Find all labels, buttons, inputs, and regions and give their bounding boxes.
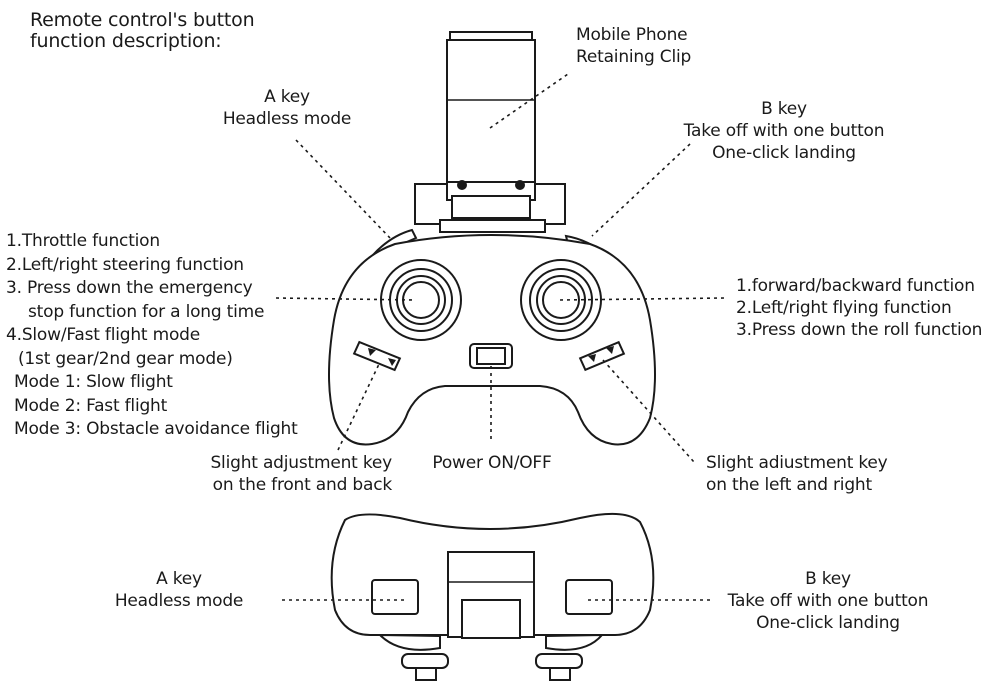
- a-key-bottom-label: A key Headless mode: [104, 568, 254, 612]
- power-label: Power ON/OFF: [416, 452, 568, 474]
- trim-left-right-label: Slight adiustment key on the left and ri…: [706, 452, 888, 496]
- leader-b-key-top: [591, 143, 691, 237]
- trim-front-back-line-2: on the front and back: [212, 475, 393, 495]
- b-key-top-line-3: One-click landing: [712, 143, 856, 163]
- leader-phone-clip: [489, 73, 569, 129]
- title-line-2: function description:: [30, 30, 222, 52]
- right-stick-line: 3.Press down the roll function: [736, 320, 983, 340]
- left-stick-line: 2.Left/right steering function: [6, 254, 244, 275]
- b-key-top-line-2: Take off with one button: [683, 121, 885, 141]
- phone-retaining-clip: [414, 31, 566, 233]
- leader-trim-front-back: [337, 361, 381, 451]
- a-key-bottom-line-2: Headless mode: [114, 591, 244, 611]
- controller-back-view: [330, 512, 655, 681]
- left-stick-line: Mode 1: Slow flight: [14, 372, 173, 392]
- left-stick-line: stop function for a long time: [28, 301, 265, 322]
- b-key-bottom-label: B key Take off with one button One-click…: [708, 568, 948, 634]
- b-key-top-line-1: B key: [761, 99, 807, 119]
- left-stick-line: 4.Slow/Fast flight mode: [6, 325, 201, 345]
- left-joystick: [380, 259, 462, 341]
- phone-clip-label: Mobile Phone Retaining Clip: [576, 24, 691, 68]
- title-line-1: Remote control's button: [30, 9, 255, 31]
- trim-left-right-line-1: Slight adiustment key: [706, 453, 888, 473]
- left-stick-line: (1st gear/2nd gear mode): [18, 348, 233, 369]
- trim-front-back-line-1: Slight adjustment key: [210, 453, 392, 473]
- trim-front-back-label: Slight adjustment key on the front and b…: [180, 452, 392, 496]
- phone-clip-line-1: Mobile Phone: [576, 25, 688, 45]
- b-key-bottom-line-1: B key: [805, 569, 851, 589]
- leader-a-key-top: [295, 139, 391, 239]
- leader-trim-left-right: [602, 359, 695, 463]
- b-key-bottom-line-3: One-click landing: [756, 613, 900, 633]
- leader-left-stick: [275, 297, 415, 301]
- phone-clip-line-2: Retaining Clip: [576, 47, 692, 67]
- controller-body: [328, 234, 656, 446]
- right-stick-line: 2.Left/right flying function: [736, 298, 952, 318]
- left-stick-line: 1.Throttle function: [6, 231, 160, 251]
- a-key-top-line-1: A key: [264, 87, 310, 107]
- trim-key-left-right: [578, 340, 626, 372]
- power-switch: [469, 343, 513, 369]
- power-label-text: Power ON/OFF: [432, 453, 552, 473]
- right-stick-description: 1.forward/backward function 2.Left/right…: [736, 275, 982, 341]
- left-stick-line: 3. Press down the emergency: [6, 278, 253, 298]
- left-stick-description: 1.Throttle function 2.Left/right steerin…: [6, 230, 298, 442]
- left-stick-line: Mode 2: Fast flight: [14, 395, 168, 416]
- page-title: Remote control's button function descrip…: [30, 9, 255, 52]
- b-key-bottom-line-2: Take off with one button: [727, 591, 929, 611]
- trim-left-right-line-2: on the left and right: [706, 475, 872, 495]
- right-stick-line: 1.forward/backward function: [736, 276, 975, 296]
- trim-key-front-back: [352, 340, 402, 372]
- a-key-top-label: A key Headless mode: [212, 86, 362, 130]
- left-stick-line: Mode 3: Obstacle avoidance flight: [14, 419, 298, 439]
- a-key-bottom-line-1: A key: [156, 569, 202, 589]
- a-key-top-line-2: Headless mode: [222, 109, 352, 129]
- b-key-top-label: B key Take off with one button One-click…: [664, 98, 904, 164]
